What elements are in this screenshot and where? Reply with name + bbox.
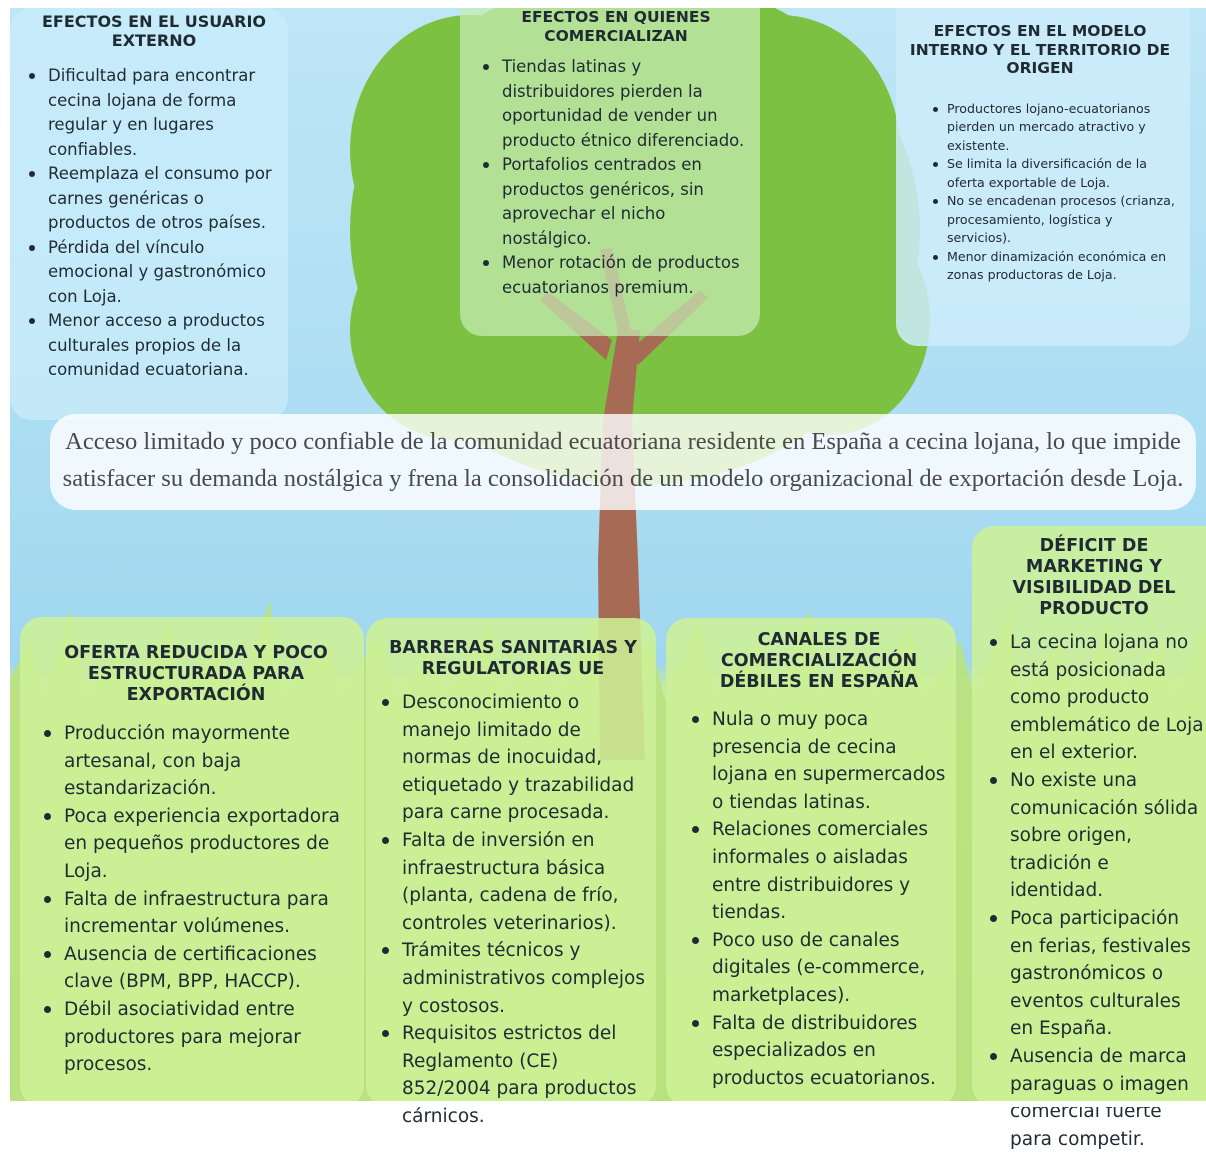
list-item: Ausencia de certificaciones clave (BPM, … [42,941,350,996]
list-item: Portafolios centrados en productos genér… [482,153,750,251]
list-item: Falta de infraestructura para incrementa… [42,886,350,941]
effect-user-title: EFECTOS EN EL USUARIO EXTERNO [42,12,266,51]
effect-user-box: EFECTOS EN EL USUARIO EXTERNO Dificultad… [10,8,288,420]
frame-border [0,1101,1206,1107]
effect-model-box: EFECTOS EN EL MODELO INTERNO Y EL TERRIT… [896,0,1190,346]
effect-sellers-title: EFECTOS EN QUIENES COMERCIALIZAN [521,8,711,45]
list-item: Productores lojano-ecuatorianos pierden … [930,100,1180,156]
cause-marketing-list: La cecina lojana no está posicionada com… [988,629,1206,1153]
list-item: Desconocimiento o manejo limitado de nor… [380,689,646,827]
list-item: Ausencia de marca paraguas o imagen come… [988,1043,1206,1153]
cause-marketing-box: DÉFICIT DE MARKETING Y VISIBILIDAD DEL P… [972,526,1206,1150]
frame-border [0,0,10,1107]
list-item: Relaciones comerciales informales o aisl… [690,816,948,926]
list-item: Dificultad para encontrar cecina lojana … [28,64,280,162]
list-item: Producción mayormente artesanal, con baj… [42,720,350,803]
effect-model-list: Productores lojano-ecuatorianos pierden … [930,100,1180,285]
list-item: Menor dinamización económica en zonas pr… [930,248,1180,285]
list-item: Menor rotación de productos ecuatorianos… [482,251,750,300]
list-item: Falta de distribuidores especializados e… [690,1010,948,1093]
list-item: No se encadenan procesos (crianza, proce… [930,192,1180,248]
cause-marketing-title: DÉFICIT DE MARKETING Y VISIBILIDAD DEL P… [1012,536,1176,619]
effect-model-title: EFECTOS EN EL MODELO INTERNO Y EL TERRIT… [909,22,1171,78]
frame-border [0,0,1206,8]
list-item: No existe una comunicación sólida sobre … [988,767,1206,905]
cause-channels-title: CANALES DE COMERCIALIZACIÓN DÉBILES EN E… [719,630,919,692]
effect-sellers-box: EFECTOS EN QUIENES COMERCIALIZAN Tiendas… [460,0,760,336]
list-item: Requisitos estrictos del Reglamento (CE)… [380,1020,646,1130]
cause-channels-box: CANALES DE COMERCIALIZACIÓN DÉBILES EN E… [666,618,956,1107]
list-item: Poco uso de canales digitales (e-commerc… [690,927,948,1010]
cause-channels-list: Nula o muy poca presencia de cecina loja… [690,706,948,1092]
list-item: Falta de inversión en infraestructura bá… [380,827,646,937]
central-problem: Acceso limitado y poco confiable de la c… [50,414,1196,510]
effect-sellers-list: Tiendas latinas y distribuidores pierden… [482,55,750,300]
list-item: Reemplaza el consumo por carnes genérica… [28,162,280,236]
list-item: Débil asociatividad entre productores pa… [42,996,350,1079]
list-item: Poca participación en ferias, festivales… [988,905,1206,1043]
list-item: Tiendas latinas y distribuidores pierden… [482,55,750,153]
cause-supply-title: OFERTA REDUCIDA Y POCO ESTRUCTURADA PARA… [64,643,328,705]
list-item: Se limita la diversificación de la ofert… [930,155,1180,192]
cause-supply-list: Producción mayormente artesanal, con baj… [42,720,350,1079]
cause-supply-box: OFERTA REDUCIDA Y POCO ESTRUCTURADA PARA… [20,617,364,1107]
list-item: Trámites técnicos y administrativos comp… [380,937,646,1020]
effect-user-list: Dificultad para encontrar cecina lojana … [28,64,280,383]
cause-regulatory-title: BARRERAS SANITARIAS Y REGULATORIAS UE [389,638,637,679]
cause-regulatory-box: BARRERAS SANITARIAS Y REGULATORIAS UE De… [366,618,656,1127]
list-item: La cecina lojana no está posicionada com… [988,629,1206,767]
list-item: Nula o muy poca presencia de cecina loja… [690,706,948,816]
list-item: Menor acceso a productos culturales prop… [28,309,280,383]
list-item: Poca experiencia exportadora en pequeños… [42,803,350,886]
list-item: Pérdida del vínculo emocional y gastronó… [28,236,280,310]
cause-regulatory-list: Desconocimiento o manejo limitado de nor… [380,689,646,1131]
